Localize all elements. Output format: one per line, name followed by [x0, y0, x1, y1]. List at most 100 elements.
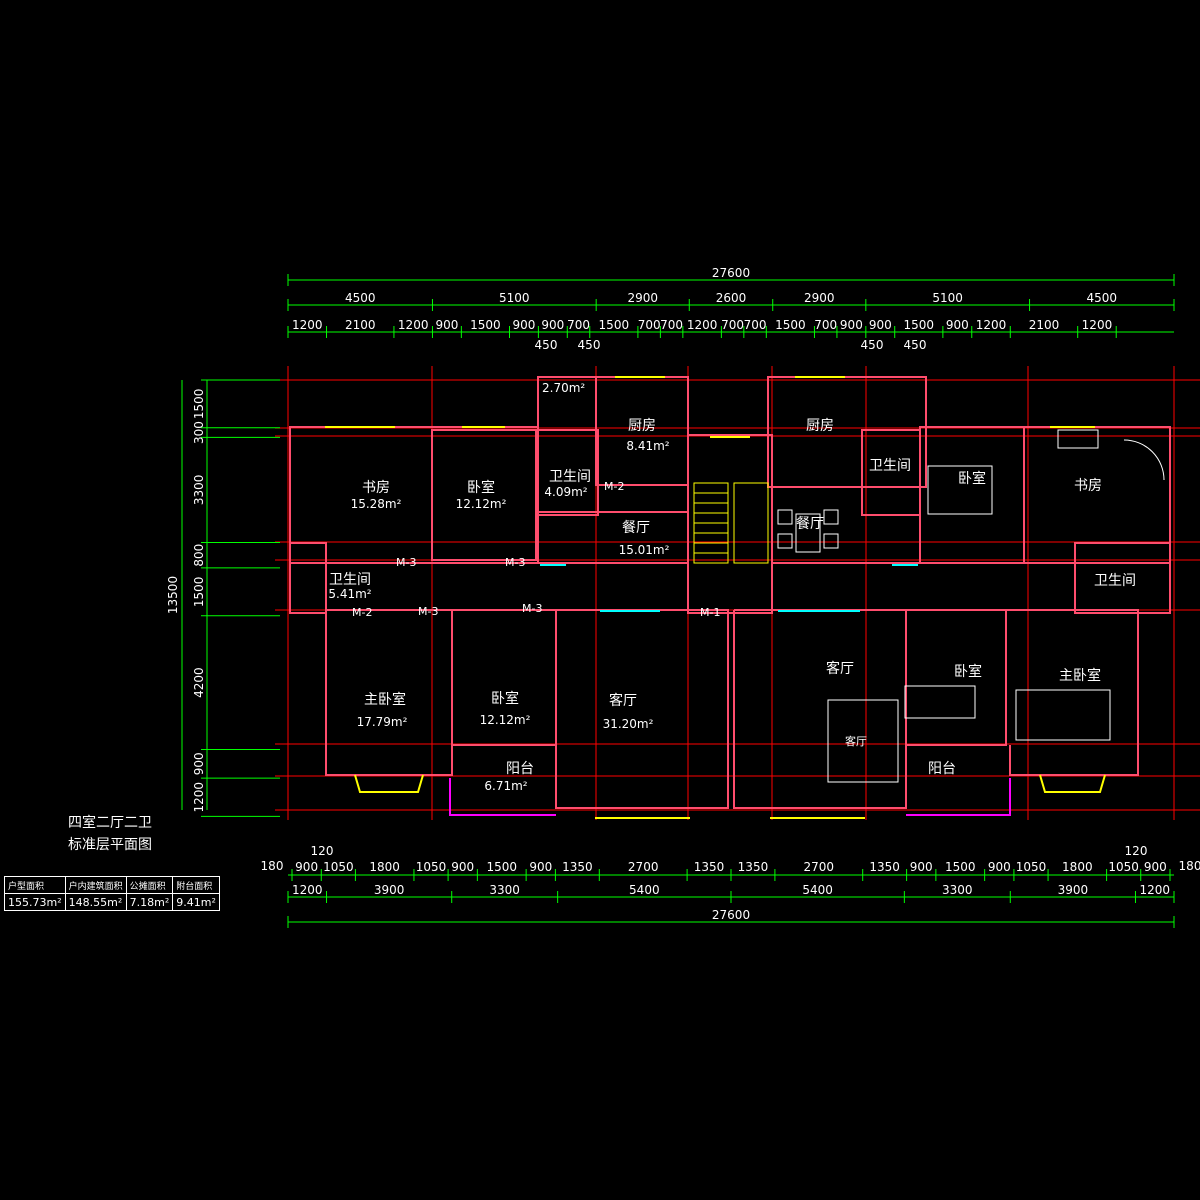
- dim-top-minor: 900: [840, 318, 863, 332]
- dim-bottom-minor: 1500: [486, 860, 517, 874]
- dim-top-minor: 1500: [904, 318, 935, 332]
- dim-left: 1500: [192, 577, 206, 608]
- dim-top-minor: 1200: [687, 318, 718, 332]
- dim-top-minor: 1500: [470, 318, 501, 332]
- dim-left-total: 13500: [166, 576, 180, 614]
- sofa-label-right: 客厅: [845, 734, 867, 748]
- dim-bottom-edge: 180: [1179, 859, 1200, 873]
- dim-bottom-major: 3300: [489, 883, 520, 897]
- room-kitchen-right: 厨房: [806, 418, 834, 434]
- room-dining-left: 餐厅: [622, 520, 650, 536]
- dim-top-minor: 700: [567, 318, 590, 332]
- area-bath-mid-left: 4.09m²: [544, 485, 587, 499]
- room-bath-right: 卫生间: [1094, 573, 1136, 589]
- dim-top-minor: 2100: [1029, 318, 1060, 332]
- dim-bottom-major: 5400: [629, 883, 660, 897]
- dim-bottom-minor: 1050: [1016, 860, 1047, 874]
- summary-value: 7.18m²: [125, 893, 174, 911]
- dim-top-major: 2900: [627, 291, 658, 305]
- summary-header: 户型面积: [4, 876, 66, 894]
- dim-left: 900: [192, 752, 206, 775]
- dim-bottom-major: 3300: [942, 883, 973, 897]
- room-bath-mid-left: 卫生间: [549, 469, 591, 485]
- dim-bottom-major: 1200: [292, 883, 323, 897]
- summary-value-row: 155.73m² 148.55m² 7.18m² 9.41m²: [4, 893, 220, 911]
- dim-bottom-minor: 900: [988, 860, 1011, 874]
- drawing-title-line2: 标准层平面图: [68, 837, 152, 853]
- dim-bottom-minor: 1350: [738, 860, 769, 874]
- dim-bottom-minor: 900: [451, 860, 474, 874]
- dim-bottom-minor: 2700: [804, 860, 835, 874]
- room-bath-mid-right: 卫生间: [869, 458, 911, 474]
- door-m3-b: M-3: [505, 556, 525, 569]
- summary-header: 公摊面积: [125, 876, 174, 894]
- dim-top-major: 5100: [499, 291, 530, 305]
- area-living-left: 31.20m²: [603, 717, 654, 731]
- area-dining-left: 15.01m²: [619, 543, 670, 557]
- dim-top-minor: 900: [869, 318, 892, 332]
- dim-bottom-offset: 120: [1125, 844, 1148, 858]
- door-m3-c: M-3: [418, 605, 438, 618]
- area-bedroom-left: 12.12m²: [456, 497, 507, 511]
- dim-bottom-major: 3900: [1058, 883, 1089, 897]
- dim-bottom-offset: 120: [311, 844, 334, 858]
- room-living-right: 客厅: [826, 660, 854, 677]
- dim-bottom-minor: 2700: [628, 860, 659, 874]
- dim-top-minor: 1500: [599, 318, 630, 332]
- dim-top-major: 4500: [345, 291, 376, 305]
- dim-bottom-minor: 900: [295, 860, 318, 874]
- dim-bottom-minor: 900: [910, 860, 933, 874]
- dim-top-sub: 450: [535, 338, 558, 352]
- dim-left: 300: [192, 421, 206, 444]
- dim-top-major: 4500: [1086, 291, 1117, 305]
- summary-value: 9.41m²: [172, 893, 220, 911]
- dim-left: 1500: [192, 389, 206, 420]
- room-bedroom-left: 卧室: [467, 479, 495, 496]
- area-master-left: 17.79m²: [357, 715, 408, 729]
- dim-top-minor: 900: [435, 318, 458, 332]
- dim-left: 800: [192, 544, 206, 567]
- fixtures: [540, 564, 918, 612]
- dim-top-minor: 1500: [775, 318, 806, 332]
- summary-value: 148.55m²: [64, 893, 127, 911]
- door-m3-d: M-3: [522, 602, 542, 615]
- area-utility-left: 2.70m²: [542, 381, 585, 395]
- door-m2-left: M-2: [604, 480, 624, 493]
- dim-left: 4200: [192, 667, 206, 698]
- dim-bottom-edge: 180: [261, 859, 284, 873]
- dim-bottom-minor: 1800: [1062, 860, 1093, 874]
- dim-bottom-major: 3900: [374, 883, 405, 897]
- door-m2-bath: M-2: [352, 606, 372, 619]
- dim-bottom-minor: 1500: [945, 860, 976, 874]
- summary-value: 155.73m²: [4, 893, 66, 911]
- summary-header: 户内建筑面积: [64, 876, 127, 894]
- dim-bottom-minor: 1800: [369, 860, 400, 874]
- room-study-right: 书房: [1074, 478, 1102, 494]
- windows: [325, 376, 1106, 819]
- staircase: [693, 482, 769, 564]
- dim-left: 1200: [192, 782, 206, 813]
- room-master-left: 主卧室: [364, 691, 406, 708]
- room-bath-left: 卫生间: [329, 572, 371, 588]
- dim-bottom-minor: 1050: [1108, 860, 1139, 874]
- room-bedroom2-left: 卧室: [491, 690, 519, 707]
- room-study-left: 书房: [362, 480, 390, 496]
- balcony-rails: [449, 778, 1011, 816]
- dim-top-minor: 700: [744, 318, 767, 332]
- summary-header-row: 户型面积 户内建筑面积 公摊面积 附台面积: [4, 876, 220, 894]
- dim-top-minor: 700: [638, 318, 661, 332]
- dim-top-sub: 450: [904, 338, 927, 352]
- furniture: [777, 429, 1165, 783]
- dim-top-sub: 450: [578, 338, 601, 352]
- dim-bottom-minor: 900: [529, 860, 552, 874]
- dimension-lines: [181, 274, 1175, 928]
- dim-top-minor: 1200: [398, 318, 429, 332]
- room-living-left: 客厅: [609, 692, 637, 709]
- dim-top-minor: 900: [541, 318, 564, 332]
- dim-top-minor: 900: [512, 318, 535, 332]
- area-bedroom2-left: 12.12m²: [480, 713, 531, 727]
- door-tags: M-1 M-2 M-2 M-3 M-3 M-3 M-3: [352, 480, 720, 619]
- dim-top-minor: 1200: [292, 318, 323, 332]
